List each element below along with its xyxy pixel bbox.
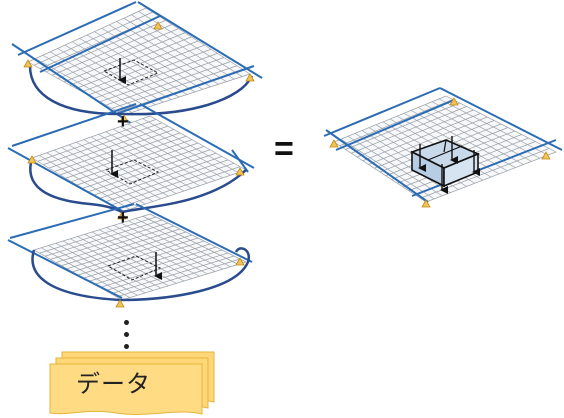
aggregated-load-box bbox=[409, 136, 481, 194]
data-folder-icon bbox=[49, 351, 215, 415]
continuation-dot bbox=[124, 332, 129, 337]
result-slab bbox=[323, 87, 563, 208]
slab-1 bbox=[11, 1, 263, 125]
slab-3 bbox=[7, 203, 253, 308]
plus-operator: + bbox=[117, 111, 129, 133]
slab-2 bbox=[7, 103, 255, 220]
plus-operator: + bbox=[117, 207, 129, 229]
continuation-dot bbox=[124, 344, 129, 349]
continuation-dot bbox=[124, 320, 129, 325]
support-triangle-icon bbox=[23, 59, 33, 68]
data-label: データ bbox=[76, 370, 151, 398]
deflection-curve bbox=[28, 65, 125, 116]
equals-operator: = bbox=[274, 130, 294, 168]
